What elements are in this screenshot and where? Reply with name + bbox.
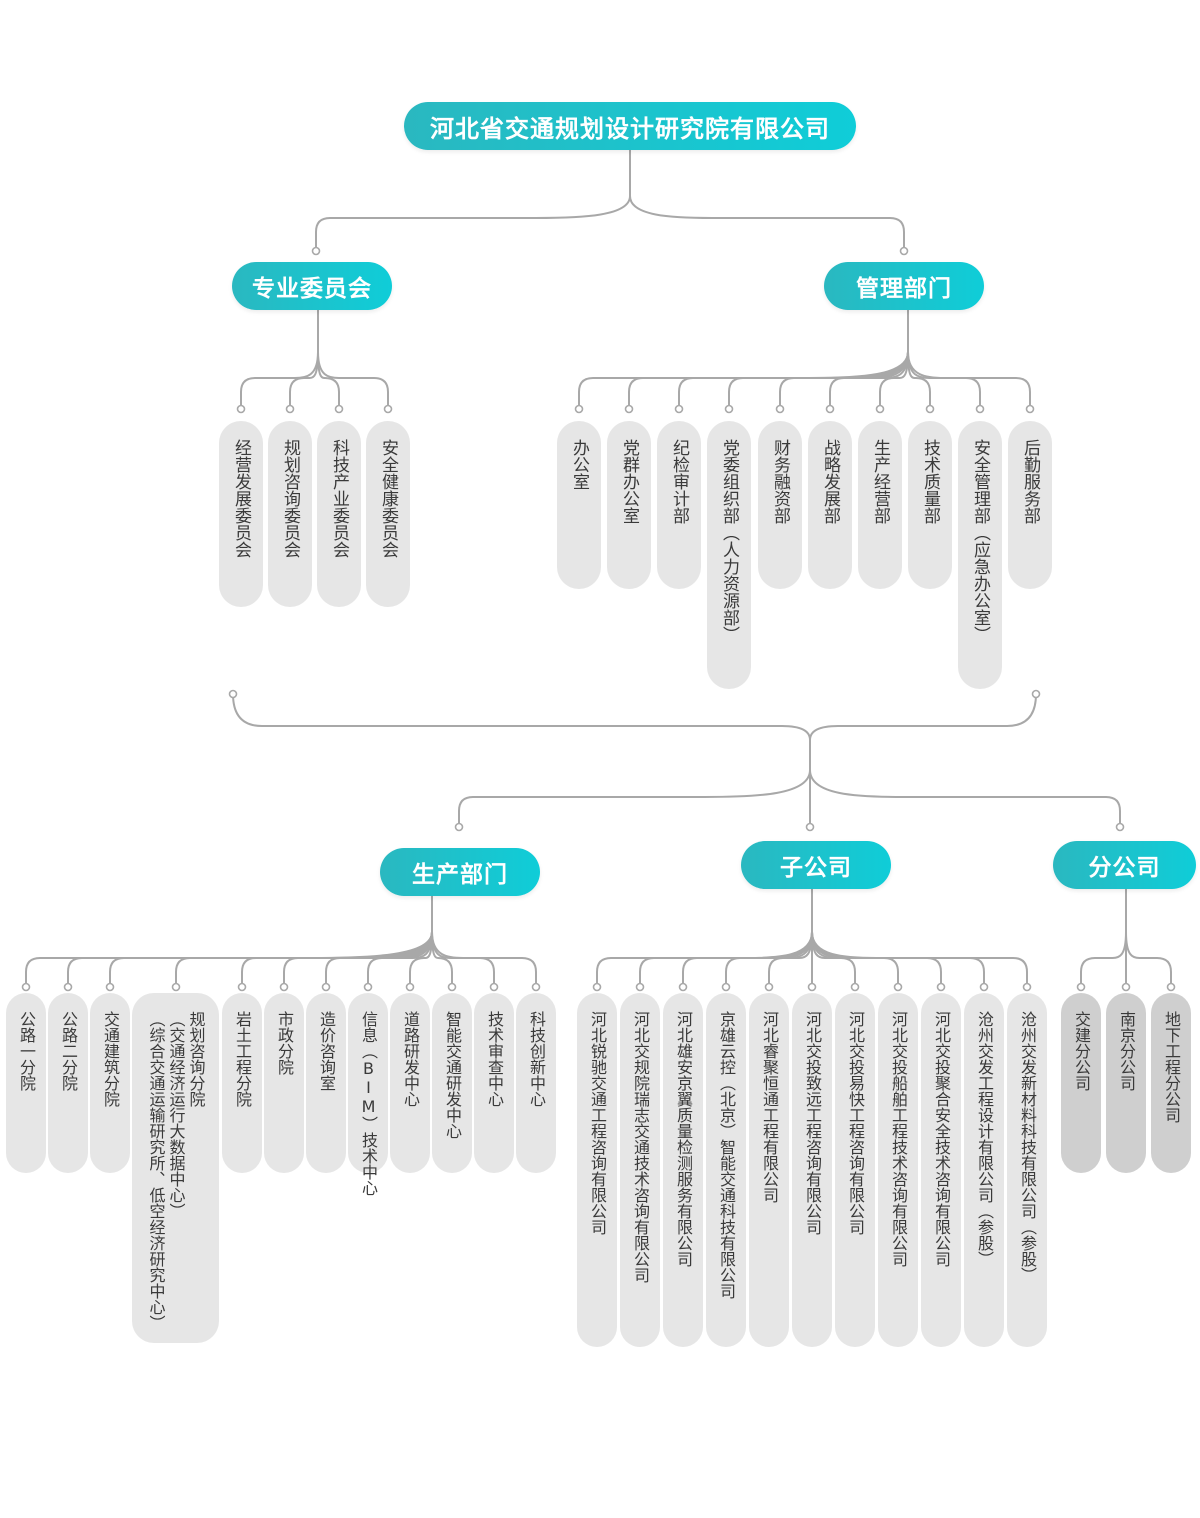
management-item: 党委组织部（人力资源部）: [707, 421, 751, 689]
management-item: 安全管理部（应急办公室）: [958, 421, 1002, 689]
subsidiary-item: 河北交投易快工程咨询有限公司: [835, 993, 875, 1347]
production-item: 智能交通研发中心: [432, 993, 472, 1173]
subsidiary-item: 沧州交发新材料科技有限公司（参股）: [1007, 993, 1047, 1347]
subsidiary-item: 河北睿聚恒通工程有限公司: [749, 993, 789, 1347]
management-item: 后勤服务部: [1008, 421, 1052, 589]
production-item: 信息（BIM）技术中心: [348, 993, 388, 1196]
subsidiaries-header: 子公司: [741, 841, 891, 889]
production-item: 科技创新中心: [516, 993, 556, 1173]
branch-item: 地下工程分公司: [1151, 993, 1191, 1173]
root-company: 河北省交通规划设计研究院有限公司: [404, 102, 856, 150]
production-header: 生产部门: [380, 848, 540, 896]
management-item: 办公室: [557, 421, 601, 589]
subsidiary-item: 京雄云控（北京）智能交通科技有限公司: [706, 993, 746, 1347]
production-item: 公路一分院: [6, 993, 46, 1173]
production-item: 规划咨询分院 （交通经济运行大数据中心） （综合交通运输研究所、低空经济研究中心…: [132, 993, 219, 1343]
branch-item: 南京分公司: [1106, 993, 1146, 1173]
production-item: 交通建筑分院: [90, 993, 130, 1173]
management-item: 生产经营部: [858, 421, 902, 589]
management-item: 财务融资部: [758, 421, 802, 589]
subsidiary-item: 河北雄安京翼质量检测服务有限公司: [663, 993, 703, 1347]
production-item: 公路二分院: [48, 993, 88, 1173]
production-item: 技术审查中心: [474, 993, 514, 1173]
subsidiary-item: 沧州交发工程设计有限公司（参股）: [964, 993, 1004, 1347]
production-item: 市政分院: [264, 993, 304, 1173]
branches-header: 分公司: [1053, 841, 1196, 889]
management-item: 战略发展部: [808, 421, 852, 589]
production-item: 道路研发中心: [390, 993, 430, 1173]
management-item: 技术质量部: [908, 421, 952, 589]
committee-header: 专业委员会: [232, 262, 392, 310]
production-item: 造价咨询室: [306, 993, 346, 1173]
committee-item: 经营发展委员会: [219, 421, 263, 607]
committee-item: 规划咨询委员会: [268, 421, 312, 607]
management-header: 管理部门: [824, 262, 984, 310]
committee-item: 安全健康委员会: [366, 421, 410, 607]
production-item: 岩土工程分院: [222, 993, 262, 1173]
subsidiary-item: 河北交投聚合安全技术咨询有限公司: [921, 993, 961, 1347]
subsidiary-item: 河北锐驰交通工程咨询有限公司: [577, 993, 617, 1347]
committee-item: 科技产业委员会: [317, 421, 361, 607]
management-item: 纪检审计部: [657, 421, 701, 589]
branch-item: 交建分公司: [1061, 993, 1101, 1173]
subsidiary-item: 河北交规院瑞志交通技术咨询有限公司: [620, 993, 660, 1347]
subsidiary-item: 河北交投致远工程咨询有限公司: [792, 993, 832, 1347]
management-item: 党群办公室: [607, 421, 651, 589]
subsidiary-item: 河北交投船舶工程技术咨询有限公司: [878, 993, 918, 1347]
